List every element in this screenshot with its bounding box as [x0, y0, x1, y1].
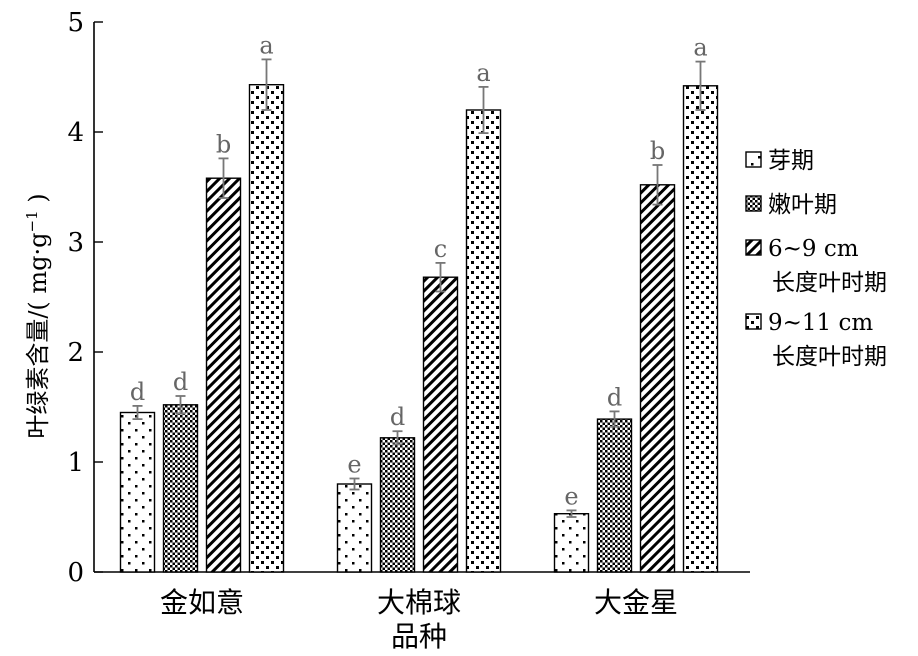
- significance-label: e: [347, 451, 361, 479]
- category-label: 大棉球: [377, 586, 461, 619]
- category-label: 金如意: [160, 586, 244, 619]
- y-tick-label: 4: [67, 118, 84, 148]
- category-labels: 金如意 大棉球 大金星: [160, 586, 678, 619]
- x-axis-label: 品种: [391, 620, 447, 653]
- y-axis-label-main: 叶绿素含量/: [24, 310, 52, 439]
- bar: [465, 109, 502, 573]
- bar: [248, 83, 285, 573]
- legend-label: 芽期: [768, 148, 814, 174]
- legend-swatch: [745, 195, 762, 212]
- legend-label: 9~11 cm: [768, 310, 873, 336]
- category-label: 大金星: [594, 586, 678, 619]
- legend-label: 6~9 cm: [768, 236, 859, 262]
- error-bars: [132, 58, 706, 518]
- y-axis-label-unit-close: ): [24, 193, 52, 210]
- legend-swatch: [745, 239, 762, 256]
- y-axis-label-sup: −1: [23, 210, 41, 232]
- bar: [205, 177, 242, 573]
- legend-swatch: [745, 151, 762, 168]
- bar: [596, 418, 633, 573]
- significance-label: e: [564, 482, 578, 510]
- y-tick-label: 1: [67, 448, 84, 478]
- legend-label: 长度叶时期: [772, 344, 887, 370]
- bar: [162, 404, 199, 573]
- bar: [379, 437, 416, 573]
- significance-label: d: [390, 403, 405, 431]
- y-axis-label: 叶绿素含量/( mg·g−1 ): [23, 193, 52, 438]
- significance-label: b: [216, 130, 231, 158]
- significance-label: a: [693, 34, 707, 62]
- y-tick-label: 5: [67, 8, 84, 38]
- significance-label: b: [650, 137, 665, 165]
- bar: [639, 184, 676, 573]
- bars: [119, 83, 719, 573]
- y-tick-label: 2: [67, 338, 84, 368]
- legend-label: 嫩叶期: [768, 192, 837, 218]
- bar: [336, 483, 373, 573]
- bar: [119, 411, 156, 573]
- significance-label: d: [173, 368, 188, 396]
- y-tick-label: 0: [67, 558, 84, 588]
- bar: [682, 85, 719, 573]
- significance-label: d: [130, 378, 145, 406]
- bar: [553, 513, 590, 573]
- legend-label: 长度叶时期: [772, 270, 887, 296]
- significance-label: c: [434, 235, 447, 263]
- significance-label: a: [476, 59, 490, 87]
- significance-label: d: [607, 383, 622, 411]
- y-axis-label-unit: ( mg·g: [24, 232, 52, 310]
- y-tick-label: 3: [67, 228, 84, 258]
- y-ticks: 0 1 2 3 4 5: [67, 8, 103, 588]
- legend-swatch: [745, 313, 762, 330]
- significance-label: a: [259, 31, 273, 59]
- bar: [422, 276, 459, 573]
